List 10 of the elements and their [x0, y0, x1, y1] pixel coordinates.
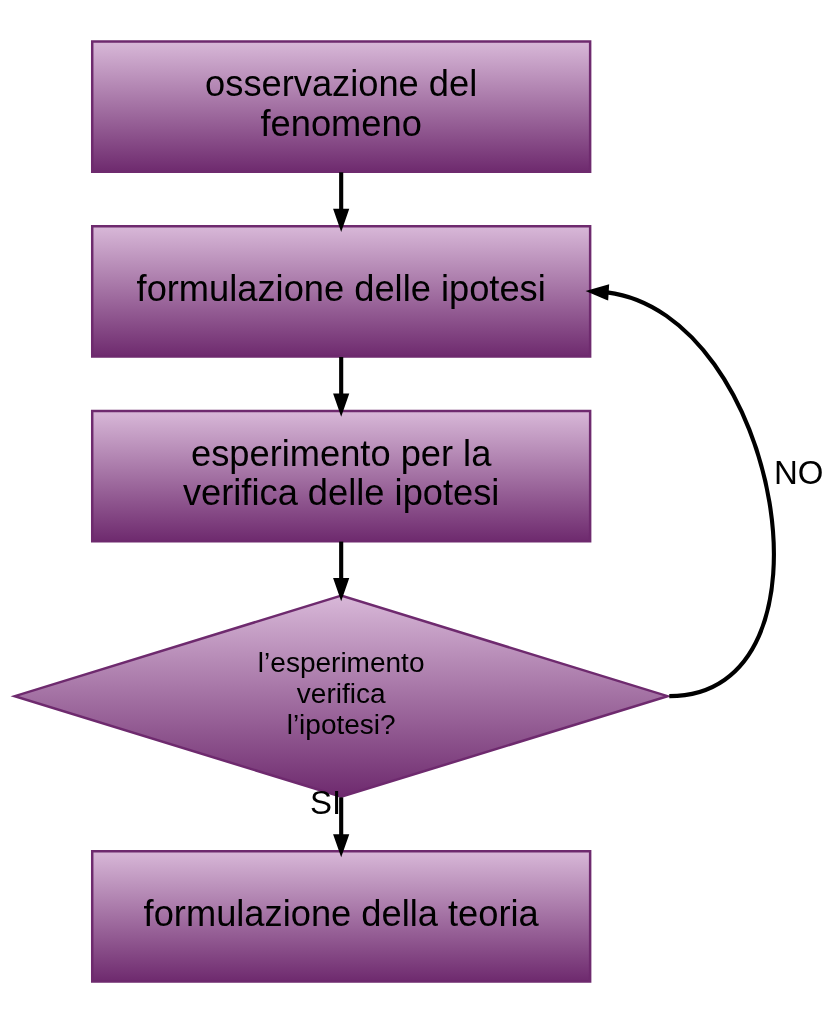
node-box: formulazione della teoria — [91, 849, 592, 983]
edge-label: NO — [773, 454, 824, 492]
arrow — [333, 172, 350, 232]
node-box: esperimento per la verifica delle ipotesi — [91, 409, 592, 543]
arrow — [585, 284, 776, 699]
arrow — [333, 797, 350, 858]
arrow — [333, 357, 350, 417]
arrow — [333, 541, 350, 602]
node-box: formulazione delle ipotesi — [91, 225, 592, 358]
node-box: osservazione del fenomeno — [91, 40, 592, 174]
